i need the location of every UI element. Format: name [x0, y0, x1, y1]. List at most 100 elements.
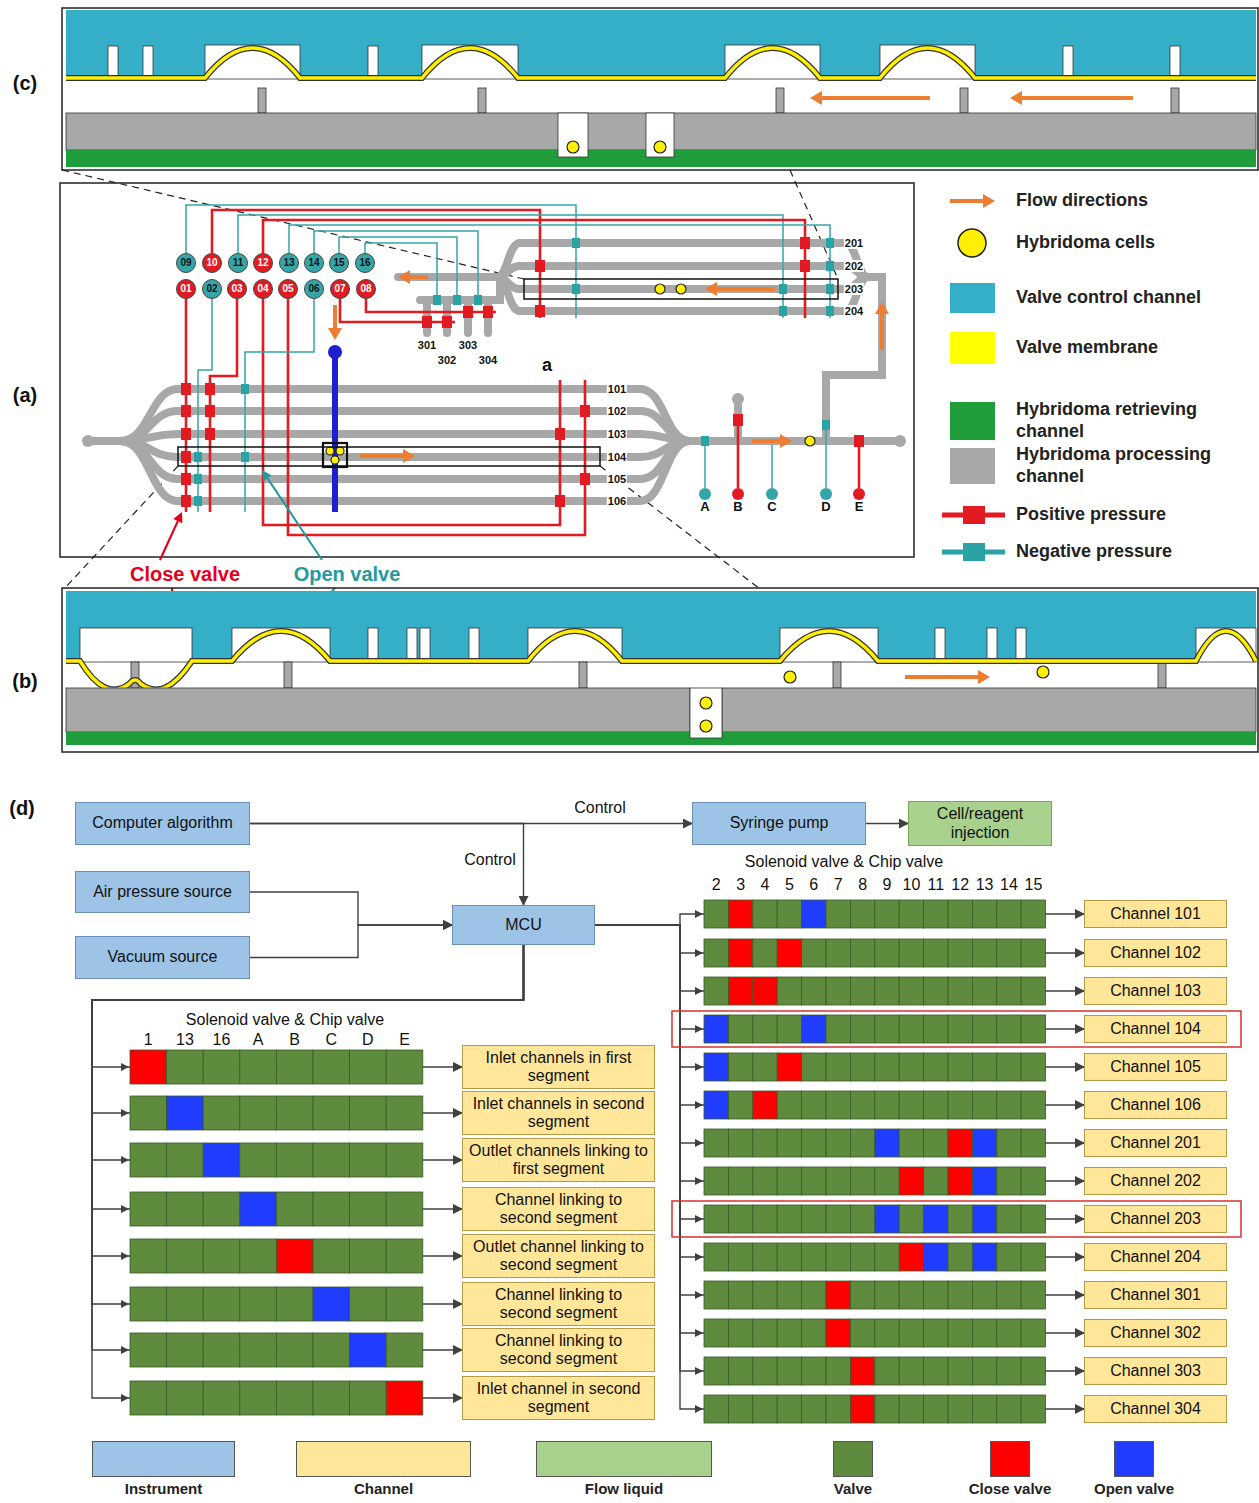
flow-arrow: [880, 314, 884, 350]
valve-cell: [167, 1287, 204, 1321]
callout-number: 202: [844, 260, 864, 272]
channel: [398, 273, 497, 281]
column-header: C: [326, 1031, 338, 1049]
connector: [595, 925, 1084, 1067]
valve-cell: [850, 1243, 874, 1271]
valve-cell: [130, 1143, 167, 1177]
chip-valve: [572, 284, 580, 294]
valve-cell: [972, 1015, 996, 1043]
port-circle: 01: [176, 279, 196, 299]
valve-cell: [948, 900, 972, 928]
valve-cell: [997, 1015, 1021, 1043]
legend-swatch: [950, 448, 995, 484]
instrument-box: Syringe pump: [692, 802, 866, 845]
port-circle: 13: [279, 253, 299, 273]
valve-cell: [350, 1096, 387, 1130]
valve-cell: [1021, 1395, 1045, 1423]
column-header: 4: [761, 876, 770, 894]
callout-number: 106: [607, 495, 627, 507]
port-circle: A: [699, 488, 711, 500]
channel-box: Channel linking to second segment: [462, 1187, 655, 1232]
node-text: Channel linking to second segment: [468, 1191, 649, 1228]
valve-cell: [728, 1167, 752, 1195]
valve-cell: [753, 1091, 777, 1119]
node-text: Channel 302: [1110, 1324, 1201, 1342]
connector: [92, 945, 524, 1304]
processing-layer: [722, 688, 1256, 732]
chip-valve: [826, 261, 834, 271]
legend-swatch: [536, 1441, 712, 1477]
valve-cell: [948, 1129, 972, 1157]
valve-cell: [875, 1281, 899, 1309]
column-header: 14: [1000, 876, 1018, 894]
leader-arrow-head: [262, 470, 272, 481]
valve-cell: [948, 1281, 972, 1309]
chip-valve: [241, 384, 249, 394]
port-circle: 04: [253, 279, 273, 299]
positive-pressure-line: [737, 420, 740, 488]
valve-cell: [1021, 939, 1045, 967]
chip-valve: [555, 428, 565, 440]
channel-box: Outlet channels linking to first segment: [462, 1138, 655, 1183]
column-header: 7: [834, 876, 843, 894]
positive-pressure-line: [263, 220, 805, 318]
channel: [443, 300, 451, 333]
valve-cell: [1021, 1167, 1045, 1195]
negative-pressure-line: [704, 441, 706, 488]
node-text: Channel 106: [1110, 1096, 1201, 1114]
positive-pressure-line: [288, 299, 585, 535]
callout-number: 103: [607, 428, 627, 440]
valve-cell: [350, 1333, 387, 1367]
valve-cell: [704, 1167, 728, 1195]
chip-valve: [535, 260, 545, 272]
node-text: Channel 301: [1110, 1286, 1201, 1304]
valve-cell: [948, 1243, 972, 1271]
valve-cell: [276, 1287, 313, 1321]
valve-cell: [276, 1381, 313, 1415]
legend-text: Hybridoma retrieving channel: [1016, 399, 1241, 442]
port-circle: C: [766, 488, 778, 500]
valve-cell: [997, 1053, 1021, 1081]
valve-cell: [826, 1357, 850, 1385]
valve-cell: [850, 977, 874, 1005]
valve-cell: [875, 1091, 899, 1119]
arrow-head: [121, 1063, 129, 1071]
valve-cell: [924, 900, 948, 928]
valve-cell: [704, 1091, 728, 1119]
slot: [407, 628, 417, 661]
arrow-head: [695, 1291, 703, 1299]
node-text: Inlet channels in first segment: [468, 1049, 649, 1086]
chip-valve: [181, 495, 191, 507]
valve-cell: [313, 1287, 350, 1321]
valve-cell: [924, 1243, 948, 1271]
callout-number: 101: [607, 383, 627, 395]
processing-layer: [66, 688, 690, 732]
valve-cell: [276, 1239, 313, 1273]
valve-cell: [704, 1281, 728, 1309]
connector: [92, 945, 524, 1256]
connector: [595, 925, 1084, 1257]
node-text: 16: [359, 258, 370, 268]
arrow-head: [695, 949, 703, 957]
valve-cell: [899, 900, 923, 928]
chip-valve: [463, 306, 473, 318]
trap-hole: [558, 113, 588, 157]
valve-cell: [997, 1395, 1021, 1423]
channel-box: Channel 301: [1084, 1281, 1227, 1309]
valve-cell: [704, 1015, 728, 1043]
trap-hole: [646, 113, 674, 157]
port-circle: 15: [329, 253, 349, 273]
slot: [987, 628, 997, 661]
channel-box: Channel 203: [1084, 1205, 1227, 1233]
port-circle: 06: [304, 279, 324, 299]
hybridoma-cell: [655, 284, 665, 294]
valve-cell: [276, 1050, 313, 1084]
chip-valve: [205, 405, 215, 417]
arrow-head: [695, 1063, 703, 1071]
hybridoma-cell: [567, 141, 579, 153]
valve-cell: [924, 1281, 948, 1309]
port-circle: B: [732, 488, 744, 500]
chip-layout-a: [60, 183, 914, 637]
chip-valve: [181, 428, 191, 440]
legend-text: Flow liquid: [585, 1481, 663, 1498]
